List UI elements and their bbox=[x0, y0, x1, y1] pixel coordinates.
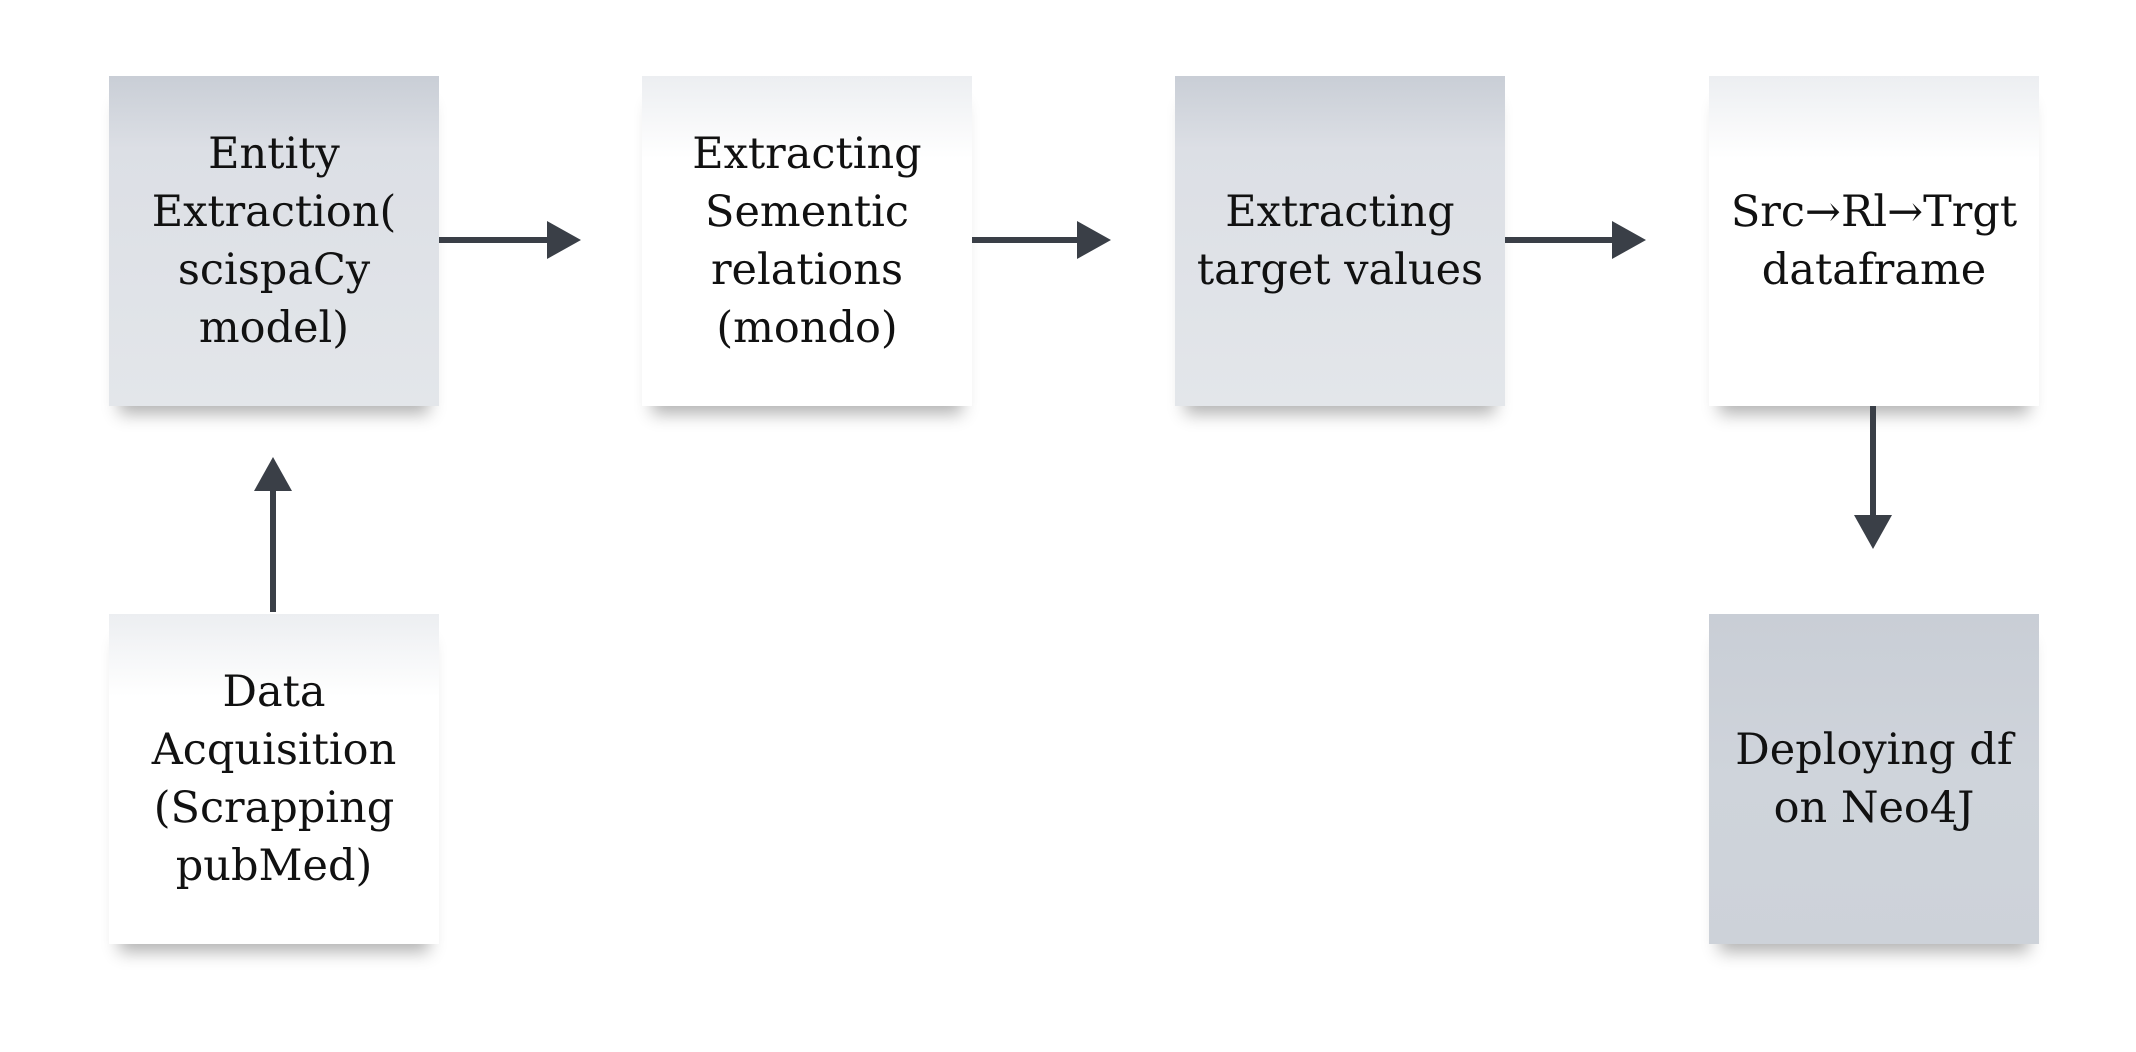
node-deploying-label: Deploying df on Neo4J bbox=[1735, 725, 2013, 833]
node-entity-extraction-label: Entity Extraction( scispaCy model) bbox=[151, 129, 397, 353]
edge-semantic-relations-to-target-values bbox=[972, 221, 1111, 259]
node-semantic-relations: Extracting Sementic relations (mondo) bbox=[642, 76, 972, 406]
edge-target-values-to-dataframe bbox=[1505, 221, 1646, 259]
node-data-acquisition: Data Acquisition (Scrapping pubMed) bbox=[109, 614, 439, 944]
node-deploying: Deploying df on Neo4J bbox=[1709, 614, 2039, 944]
edge-data-acquisition-to-entity-extraction bbox=[254, 457, 292, 612]
node-entity-extraction: Entity Extraction( scispaCy model) bbox=[109, 76, 439, 406]
edge-dataframe-to-deploying bbox=[1854, 406, 1892, 549]
node-target-values: Extracting target values bbox=[1175, 76, 1505, 406]
node-dataframe-label: Src→Rl→Trgt dataframe bbox=[1730, 187, 2018, 295]
edge-entity-extraction-to-semantic-relations bbox=[439, 221, 581, 259]
node-data-acquisition-label: Data Acquisition (Scrapping pubMed) bbox=[151, 667, 397, 891]
node-target-values-label: Extracting target values bbox=[1196, 187, 1484, 295]
node-dataframe: Src→Rl→Trgt dataframe bbox=[1709, 76, 2039, 406]
node-semantic-relations-label: Extracting Sementic relations (mondo) bbox=[692, 129, 922, 353]
